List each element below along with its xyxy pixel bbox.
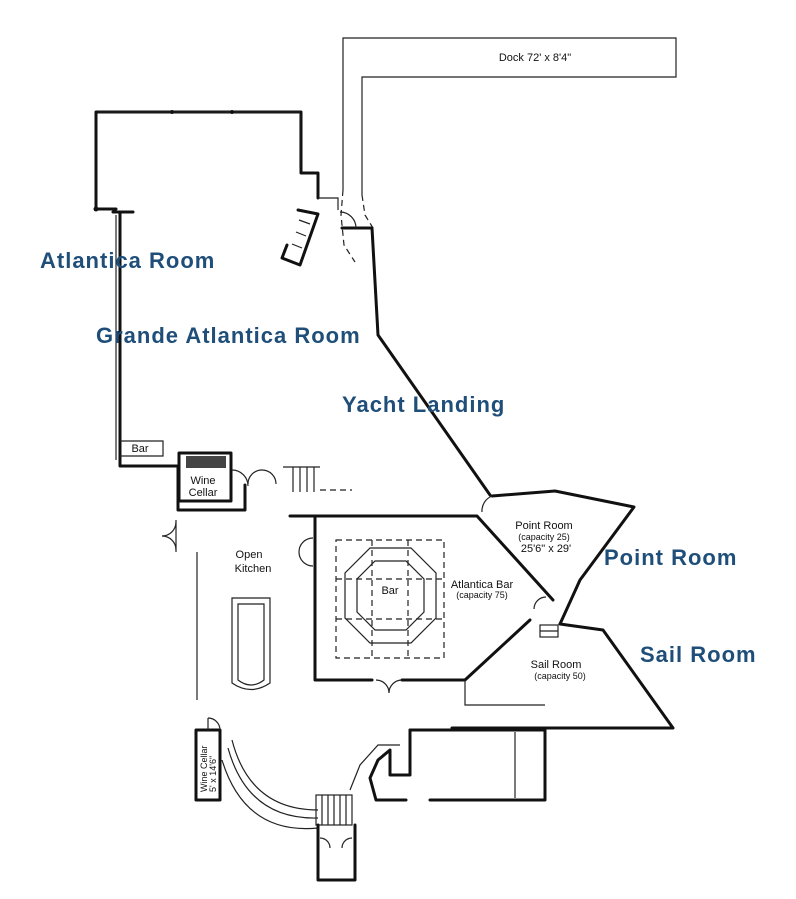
atlantica-bar-capacity: (capacity 75) [456, 590, 508, 600]
wine-cellar-top: Wine Cellar [177, 451, 233, 503]
open-kitchen-line2: Kitchen [235, 563, 272, 575]
upper-stair [280, 208, 357, 267]
grande-atlantica-room-label: Grande Atlantica Room [96, 323, 361, 348]
point-room-plan-label: Point Room [515, 520, 572, 532]
point-room-capacity: (capacity 25) [518, 532, 570, 542]
sail-room-label: Sail Room [640, 642, 757, 667]
wine-cellar-bottom-size: 5' x 14'6" [208, 756, 218, 792]
point-room-label: Point Room [604, 545, 738, 570]
open-kitchen-line1: Open [236, 549, 263, 561]
wine-cellar-top-line1: Wine [190, 475, 215, 487]
point-room-size: 25'6" x 29' [521, 543, 571, 555]
point-room-plan: Point Room (capacity 25) 25'6" x 29' [481, 489, 636, 626]
atlantica-room-label: Atlantica Room [40, 248, 216, 273]
atlantica-bar-label: Atlantica Bar [451, 579, 514, 591]
sail-room-plan-label: Sail Room [531, 659, 582, 671]
lower-area: Wine Cellar 5' x 14'6" [194, 717, 547, 882]
sail-room-plan: Sail Room (capacity 50) [450, 622, 675, 730]
yacht-landing-label: Yacht Landing [342, 392, 506, 417]
upper-walls [93, 110, 492, 497]
dock-label: Dock 72' x 8'4" [499, 52, 571, 64]
atlantica-bar-room: Bar Atlantica Bar (capacity 75) [288, 514, 555, 694]
bar-center-label: Bar [381, 585, 398, 597]
sail-room-capacity: (capacity 50) [534, 671, 586, 681]
kitchen-walls: Open Kitchen [161, 464, 272, 700]
bar-small: Bar [120, 440, 164, 457]
kitchen-top-doors [231, 466, 352, 492]
bar-small-label: Bar [131, 443, 148, 455]
wine-cellar-top-line2: Cellar [189, 487, 218, 499]
wine-cellar-bottom-label: Wine Cellar [199, 745, 209, 792]
dock: Dock 72' x 8'4" [340, 37, 677, 263]
